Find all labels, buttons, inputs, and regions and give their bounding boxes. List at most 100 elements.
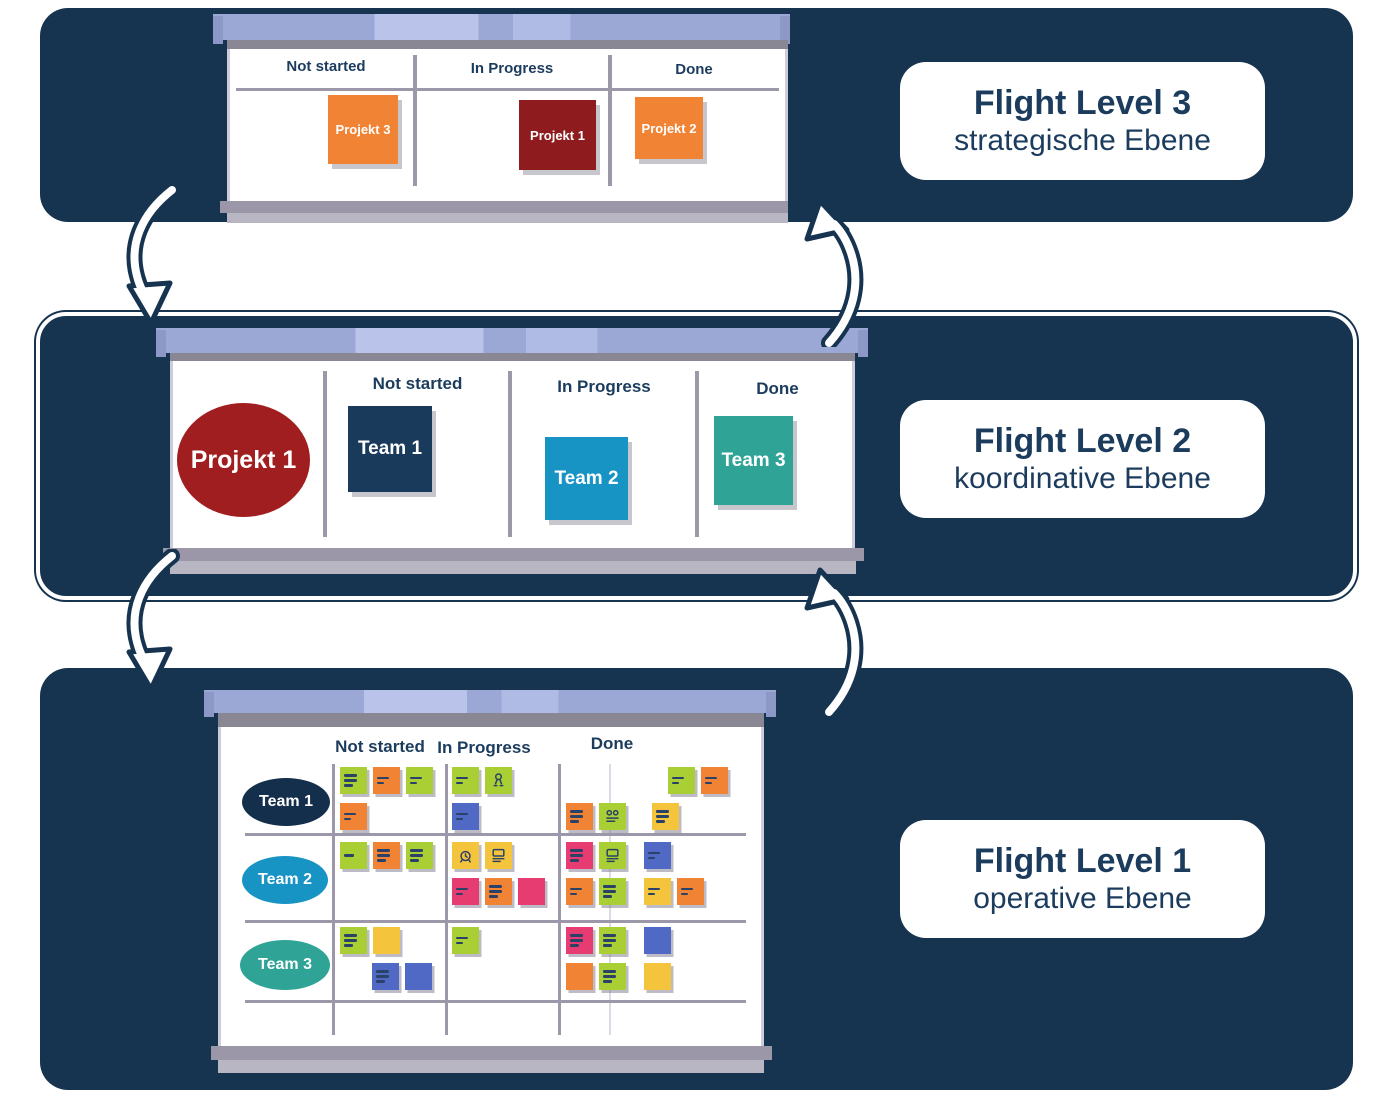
team-1-badge: Team 1 — [242, 778, 330, 826]
note-row — [668, 767, 728, 794]
board-tray-base — [170, 561, 856, 574]
team-3-badge: Team 3 — [240, 940, 330, 990]
column-divider — [332, 764, 335, 1035]
sticky-note-mini — [599, 842, 626, 869]
cell-team1-not-started — [340, 767, 440, 830]
sticky-note-mini — [452, 803, 479, 830]
level-subtitle: koordinative Ebene — [954, 462, 1211, 495]
level-title: Flight Level 1 — [973, 842, 1192, 880]
board-rail — [204, 690, 776, 717]
sticky-note-mini — [340, 927, 367, 954]
column-header-in-progress: In Progress — [437, 738, 531, 757]
curved-arrow-up-icon — [804, 567, 864, 716]
note-row — [566, 963, 671, 990]
flight-level-1-label: Flight Level 1 operative Ebene — [900, 820, 1265, 938]
note-row — [340, 842, 433, 869]
cell-team2-in-progress — [452, 842, 554, 905]
sticky-note-mini — [452, 842, 479, 869]
row-divider — [245, 920, 746, 923]
curved-arrow-down-icon — [126, 183, 180, 325]
curved-arrow-down-icon — [126, 549, 180, 691]
flight-level-3-label: Flight Level 3 strategische Ebene — [900, 62, 1265, 180]
note-row — [566, 927, 671, 954]
sticky-note-mini — [373, 842, 400, 869]
level-subtitle: operative Ebene — [973, 882, 1192, 915]
cell-team1-done — [566, 767, 745, 830]
board-frame — [218, 713, 764, 727]
note-row — [340, 767, 433, 794]
column-divider — [558, 764, 561, 1035]
memo-doodle-icon — [492, 848, 505, 863]
sticky-note-projekt-1: Projekt 1 — [519, 100, 596, 170]
sticky-note-mini — [406, 767, 433, 794]
sticky-note-mini — [644, 842, 671, 869]
sticky-note-mini — [566, 878, 593, 905]
note-row — [452, 927, 479, 954]
sticky-note-mini — [518, 878, 545, 905]
board-tray — [220, 201, 788, 213]
cell-team3-done — [566, 927, 745, 990]
sticky-note-projekt-3: Projekt 3 — [328, 95, 398, 164]
sticky-note-team-2: Team 2 — [545, 437, 628, 520]
sticky-note-mini — [677, 878, 704, 905]
sticky-note-mini — [644, 878, 671, 905]
sticky-note-team-1: Team 1 — [348, 406, 432, 492]
sticky-note-mini — [599, 803, 626, 830]
sticky-note-mini — [406, 842, 433, 869]
memo-doodle-icon — [606, 848, 619, 863]
board-rail — [156, 328, 868, 357]
sticky-note-mini — [485, 878, 512, 905]
note-spacer — [632, 878, 638, 905]
note-row — [452, 767, 512, 794]
note-row — [452, 878, 545, 905]
level-subtitle: strategische Ebene — [954, 124, 1211, 157]
column-header-not-started: Not started — [372, 374, 463, 393]
sticky-note-mini — [405, 963, 432, 990]
cell-team2-done — [566, 842, 745, 905]
sticky-note-projekt-2: Projekt 2 — [635, 97, 703, 159]
note-spacer — [632, 963, 638, 990]
cell-team3-not-started — [340, 927, 440, 990]
sticky-note-mini — [652, 803, 679, 830]
sticky-note-mini — [599, 878, 626, 905]
note-row — [452, 842, 512, 869]
column-divider — [508, 371, 512, 537]
sticky-note-mini — [452, 878, 479, 905]
level-title: Flight Level 3 — [973, 84, 1192, 122]
column-header-done: Done — [675, 61, 713, 78]
cell-team3-in-progress — [452, 927, 554, 954]
level-title: Flight Level 2 — [973, 422, 1192, 460]
column-divider — [608, 55, 612, 186]
column-header-done: Done — [590, 734, 634, 753]
clock-doodle-icon — [460, 850, 471, 863]
sticky-note-mini — [566, 927, 593, 954]
note-row — [452, 803, 479, 830]
board-tray — [163, 548, 864, 561]
sticky-note-mini — [599, 927, 626, 954]
sticky-note-team-3: Team 3 — [714, 416, 793, 505]
sticky-note-mini — [566, 963, 593, 990]
column-header-in-progress: In Progress — [470, 60, 554, 77]
sticky-note-mini — [372, 963, 399, 990]
key-doodle-icon — [493, 773, 504, 787]
board-frame — [170, 353, 855, 361]
column-header-not-started: Not started — [335, 737, 425, 756]
note-row — [566, 842, 671, 869]
column-divider — [695, 371, 699, 537]
sticky-note-mini — [644, 963, 671, 990]
sticky-note-mini — [599, 963, 626, 990]
project-badge-projekt-1: Projekt 1 — [177, 403, 310, 517]
flight-level-2-label: Flight Level 2 koordinative Ebene — [900, 400, 1265, 518]
cell-team1-in-progress — [452, 767, 554, 830]
sticky-note-mini — [668, 767, 695, 794]
column-header-in-progress: In Progress — [557, 377, 651, 396]
note-row — [566, 878, 704, 905]
face-doodle-icon — [606, 809, 619, 823]
note-row — [340, 803, 367, 830]
sticky-note-mini — [644, 927, 671, 954]
sticky-note-mini — [373, 927, 400, 954]
sticky-note-mini — [485, 842, 512, 869]
note-row — [372, 963, 432, 990]
